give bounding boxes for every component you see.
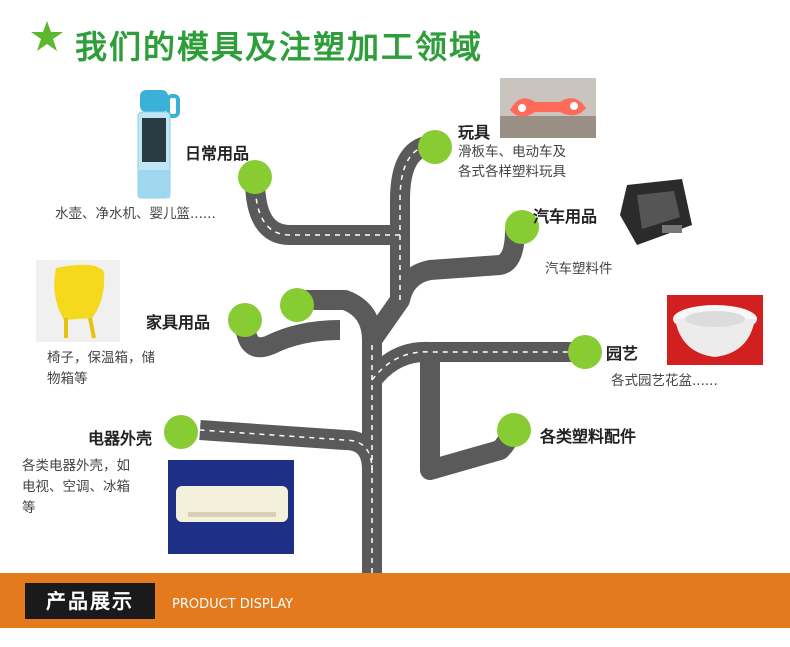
category-furniture-desc-1: 椅子，保温箱，储 [47,350,155,366]
node-parts [497,413,531,447]
node-furniture-2 [280,288,314,322]
category-electric-desc-1: 各类电器外壳，如 [22,458,130,474]
page-title: 我们的模具及注塑加工领域 [75,28,484,66]
category-daily-label: 日常用品 [185,144,250,163]
category-furniture-label: 家具用品 [146,313,211,332]
category-daily-desc: 水壶、净水机、婴儿篮...... [55,206,216,222]
footer-label: 产品展示 [25,583,155,619]
footer-english-label: PRODUCT DISPLAY [172,597,294,612]
category-garden-desc: 各式园艺花盆...... [611,373,718,389]
category-furniture-desc-2: 物箱等 [47,371,88,387]
air-conditioner-image [168,460,294,554]
category-toys-desc-2: 各式各样塑料玩具 [458,164,566,180]
water-bottle-image [137,90,180,199]
node-garden [568,335,602,369]
node-toys [418,130,452,164]
category-garden-label: 园艺 [606,344,639,363]
category-toys-desc-1: 滑板车、电动车及 [458,144,566,160]
category-toys-label: 玩具 [458,123,491,142]
category-parts-label: 各类塑料配件 [540,427,637,446]
star-icon [31,21,63,51]
node-daily [238,160,272,194]
chair-image [36,260,120,342]
flowerpot-image [667,295,763,365]
category-electric-label: 电器外壳 [88,429,153,448]
category-auto-label: 汽车用品 [533,207,598,226]
category-electric-desc-3: 等 [22,500,36,516]
car-part-image [612,175,698,255]
node-furniture [228,303,262,337]
node-auto [505,210,539,244]
category-electric-desc-2: 电视、空调、冰箱 [22,479,130,495]
category-auto-desc: 汽车塑料件 [545,261,613,277]
skateboard-image [500,78,596,138]
node-electric [164,415,198,449]
